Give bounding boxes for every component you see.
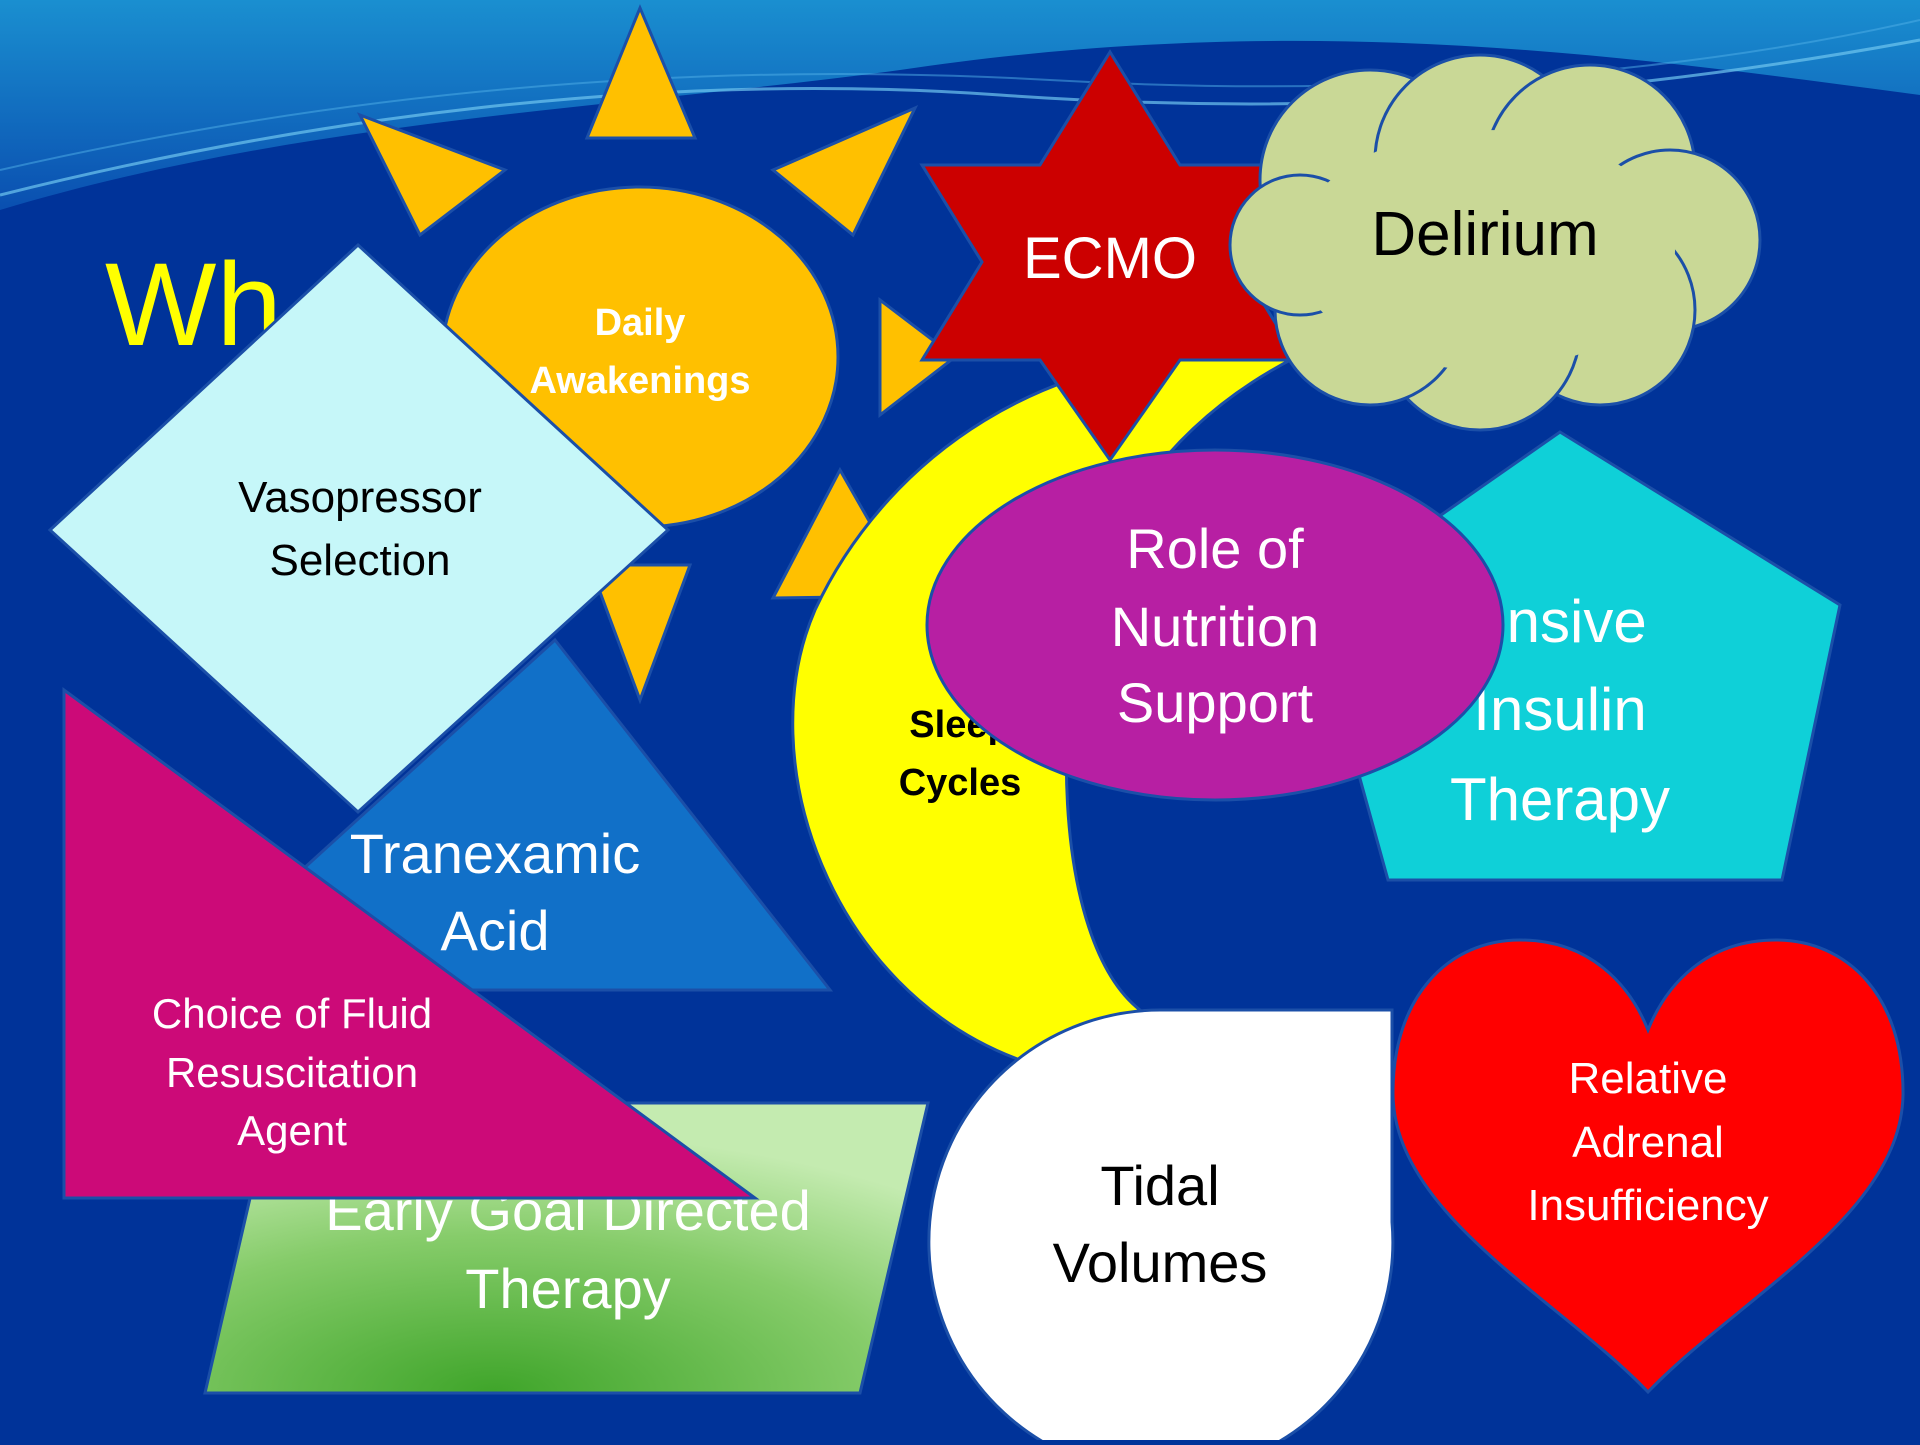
ecmo-label: ECMO: [1023, 226, 1197, 291]
fluid-triangle: [62, 687, 760, 1200]
early-goal-label-line2: Therapy: [465, 1257, 670, 1320]
sun-label-line1: Daily: [595, 302, 686, 344]
nutrition-label-line3: Support: [1117, 671, 1314, 734]
heart-label-line2: Adrenal: [1572, 1118, 1724, 1167]
fluid-label-line2: Resuscitation: [166, 1049, 418, 1096]
tidal-teardrop: [927, 1008, 1395, 1445]
nutrition-label-line2: Nutrition: [1111, 595, 1320, 658]
insulin-label-line3: Therapy: [1450, 766, 1670, 833]
adrenal-heart: [1391, 938, 1905, 1395]
tranexamic-label-line1: Tranexamic: [350, 822, 640, 885]
header-wave-line-2: [0, 19, 1920, 171]
tranexamic-label-line2: Acid: [441, 899, 550, 962]
vasopressor-diamond: [47, 242, 671, 815]
vasopressor-label-line1: Vasopressor: [238, 473, 482, 522]
fluid-label-line1: Choice of Fluid: [152, 990, 432, 1037]
insulin-label-line2: Insulin: [1473, 676, 1646, 743]
heart-label-line3: Insufficiency: [1527, 1181, 1768, 1230]
fluid-label-line3: Agent: [237, 1107, 347, 1154]
nutrition-label-line1: Role of: [1126, 517, 1304, 580]
vasopressor-label-line2: Selection: [269, 536, 450, 585]
sun-label-line2: Awakenings: [529, 360, 750, 402]
heart-label-line1: Relative: [1569, 1054, 1728, 1103]
tidal-label-line1: Tidal: [1100, 1154, 1219, 1217]
header-wave: [0, 0, 1920, 210]
tidal-label-line2: Volumes: [1053, 1231, 1268, 1294]
delirium-label: Delirium: [1371, 200, 1598, 269]
nutrition-ellipse: [925, 448, 1505, 802]
delirium-cloud: [1228, 53, 1762, 432]
moon-label-line2: Cycles: [899, 762, 1022, 804]
